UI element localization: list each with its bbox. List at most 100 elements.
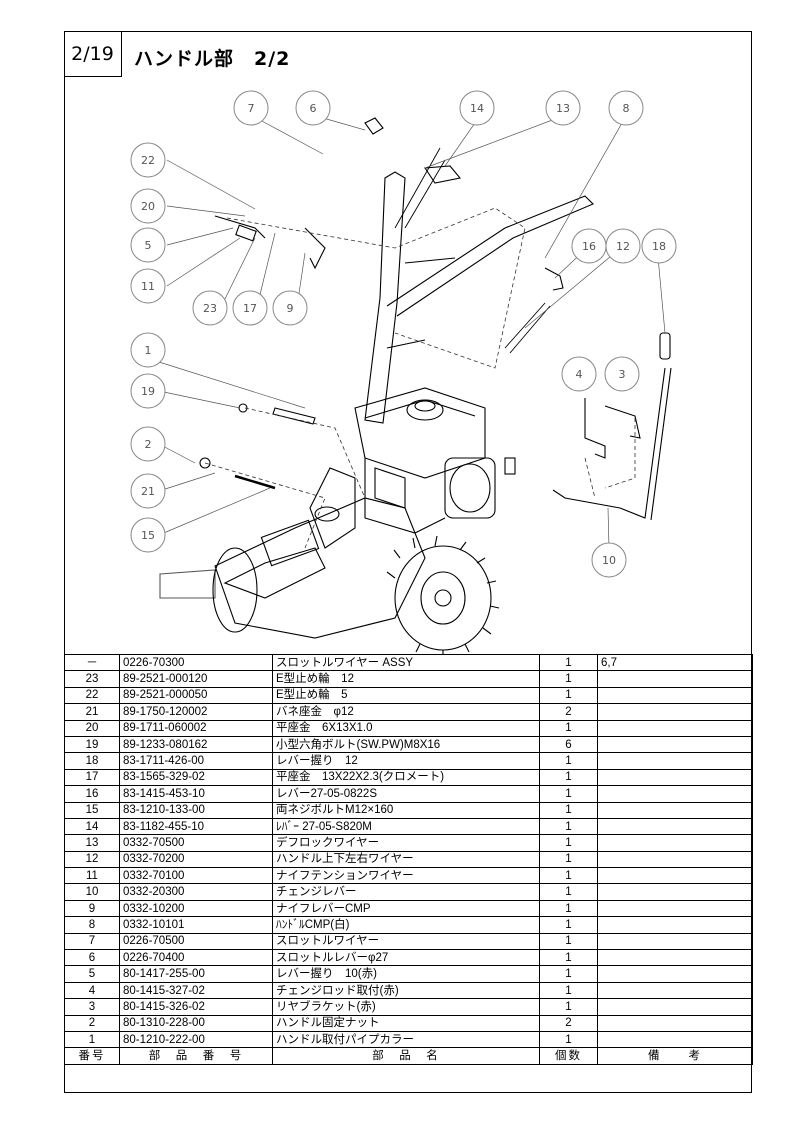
cell-qty: 1 — [539, 916, 598, 934]
cell-qty: 1 — [539, 817, 598, 836]
cell-qty: 1 — [539, 834, 598, 852]
callout-16: 16 — [571, 228, 607, 264]
cell-remarks — [597, 1030, 753, 1049]
cell-part-no: 0226-70400 — [119, 949, 273, 967]
cell-qty: 2 — [539, 703, 598, 721]
cell-name: ハンドル取付パイプカラー — [272, 1030, 540, 1049]
callout-12: 12 — [605, 228, 641, 264]
svg-text:2: 2 — [145, 438, 152, 451]
page-number: 2/19 — [64, 31, 122, 77]
cell-part-no: 0226-70500 — [119, 932, 273, 951]
svg-text:14: 14 — [470, 102, 484, 115]
cell-part-no: 80-1415-327-02 — [119, 981, 273, 1000]
cell-part-no: 0332-10101 — [119, 916, 273, 934]
cell-remarks — [597, 850, 753, 869]
cell-name: レバー握り 12 — [272, 752, 540, 770]
cell-remarks — [597, 981, 753, 1000]
cell-no: 18 — [64, 752, 120, 770]
cell-qty: 2 — [539, 1014, 598, 1032]
cell-no: 21 — [64, 703, 120, 721]
cell-name: ハンドル上下左右ワイヤー — [272, 850, 540, 869]
cell-part-no: 0332-70100 — [119, 867, 273, 885]
callout-7: 7 — [233, 90, 269, 126]
cell-remarks — [597, 867, 753, 885]
cell-no: 5 — [64, 965, 120, 983]
cell-part-no: 83-1182-455-10 — [119, 817, 273, 836]
cell-part-no: 89-1711-060002 — [119, 719, 273, 737]
table-header-row: 番号 部 品 番 号 部 品 名 個数 備 考 — [64, 1047, 753, 1065]
cell-qty: 6 — [539, 735, 598, 754]
cell-no: 13 — [64, 834, 120, 852]
cell-qty: 1 — [539, 785, 598, 803]
cell-part-no: 89-2521-000050 — [119, 686, 273, 705]
cell-no: 17 — [64, 768, 120, 787]
callout-23: 23 — [192, 290, 228, 326]
cell-part-no: 89-1233-080162 — [119, 735, 273, 754]
cell-qty: 1 — [539, 932, 598, 951]
cell-part-no: 89-1750-120002 — [119, 703, 273, 721]
callout-2: 2 — [130, 426, 166, 462]
leader-lines — [158, 115, 666, 549]
cell-name: E型止め輪 5 — [272, 686, 540, 705]
cell-qty: 1 — [539, 883, 598, 901]
cell-name: 小型六角ボルト(SW.PW)M8X16 — [272, 735, 540, 754]
cell-qty: 1 — [539, 949, 598, 967]
cell-part-no: 83-1210-133-00 — [119, 801, 273, 819]
header-no: 番号 — [64, 1047, 120, 1065]
cell-name: 両ネジボルトM12×160 — [272, 801, 540, 819]
cell-remarks — [597, 686, 753, 705]
callout-18: 18 — [641, 228, 677, 264]
cell-name: レバー握り 10(赤) — [272, 965, 540, 983]
svg-text:17: 17 — [243, 302, 257, 315]
cell-qty: 1 — [539, 1030, 598, 1049]
svg-text:3: 3 — [619, 368, 626, 381]
cell-name: ハンドル固定ナット — [272, 1014, 540, 1032]
cell-name: 平座金 6X13X1.0 — [272, 719, 540, 737]
cell-part-no: 0226-70300 — [119, 653, 273, 672]
cell-qty: 1 — [539, 670, 598, 688]
cell-remarks — [597, 932, 753, 951]
svg-text:18: 18 — [652, 240, 666, 253]
cell-name: ﾊﾝﾄﾞﾙCMP(白) — [272, 916, 540, 934]
svg-text:21: 21 — [141, 485, 155, 498]
cell-remarks — [597, 949, 753, 967]
cell-part-no: 0332-70500 — [119, 834, 273, 852]
page-title: ハンドル部 2/2 — [134, 48, 291, 70]
svg-text:20: 20 — [141, 200, 155, 213]
callout-3: 3 — [604, 356, 640, 392]
cell-name: ﾚﾊﾞｰ 27-05-S820M — [272, 817, 540, 836]
dashed-guide-lines — [204, 207, 636, 549]
cell-name: ナイフテンションワイヤー — [272, 867, 540, 885]
callout-17: 17 — [232, 290, 268, 326]
cell-part-no: 0332-20300 — [119, 883, 273, 901]
svg-text:13: 13 — [556, 102, 570, 115]
cell-qty: 1 — [539, 768, 598, 787]
cell-name: デフロックワイヤー — [272, 834, 540, 852]
cell-remarks — [597, 752, 753, 770]
cell-remarks — [597, 719, 753, 737]
cell-no: － — [64, 653, 120, 672]
svg-text:22: 22 — [141, 154, 155, 167]
svg-text:7: 7 — [248, 102, 255, 115]
svg-text:9: 9 — [287, 302, 294, 315]
callout-22: 22 — [130, 142, 166, 178]
cell-part-no: 80-1415-326-02 — [119, 998, 273, 1016]
cell-name: チェンジレバー — [272, 883, 540, 901]
cell-qty: 1 — [539, 719, 598, 737]
cell-remarks — [597, 670, 753, 688]
callout-15: 15 — [130, 517, 166, 553]
cell-remarks — [597, 817, 753, 836]
cell-qty: 1 — [539, 653, 598, 672]
